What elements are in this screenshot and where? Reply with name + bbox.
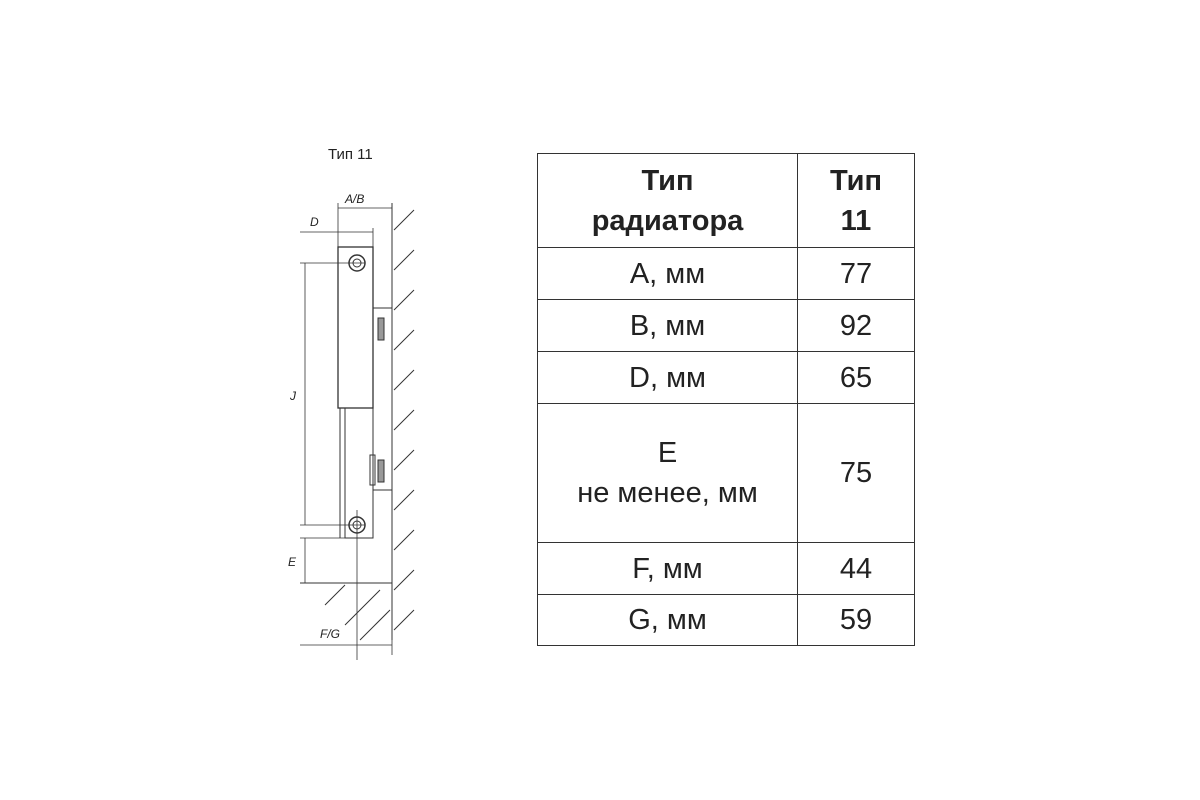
- label-e: E: [288, 555, 297, 569]
- value-cell: 75: [797, 403, 915, 543]
- value-cell: 44: [797, 542, 915, 595]
- value-cell: 59: [797, 594, 915, 646]
- label-j: J: [289, 389, 297, 403]
- radiator-installation-diagram: A/B D J E F/G: [288, 192, 415, 660]
- label-d: D: [310, 215, 319, 229]
- param-cell: D, мм: [537, 351, 798, 404]
- radiator: [337, 246, 393, 539]
- value-cell: 65: [797, 351, 915, 404]
- value-cell: 77: [797, 247, 915, 300]
- label-ab: A/B: [344, 192, 364, 206]
- label-fg: F/G: [320, 627, 340, 641]
- param-cell: B, мм: [537, 299, 798, 352]
- diagram-title: Тип 11: [328, 146, 373, 163]
- param-cell: F, мм: [537, 542, 798, 595]
- param-cell: G, мм: [537, 594, 798, 646]
- value-cell: 92: [797, 299, 915, 352]
- dimension-lines: [300, 203, 393, 660]
- param-cell: A, мм: [537, 247, 798, 300]
